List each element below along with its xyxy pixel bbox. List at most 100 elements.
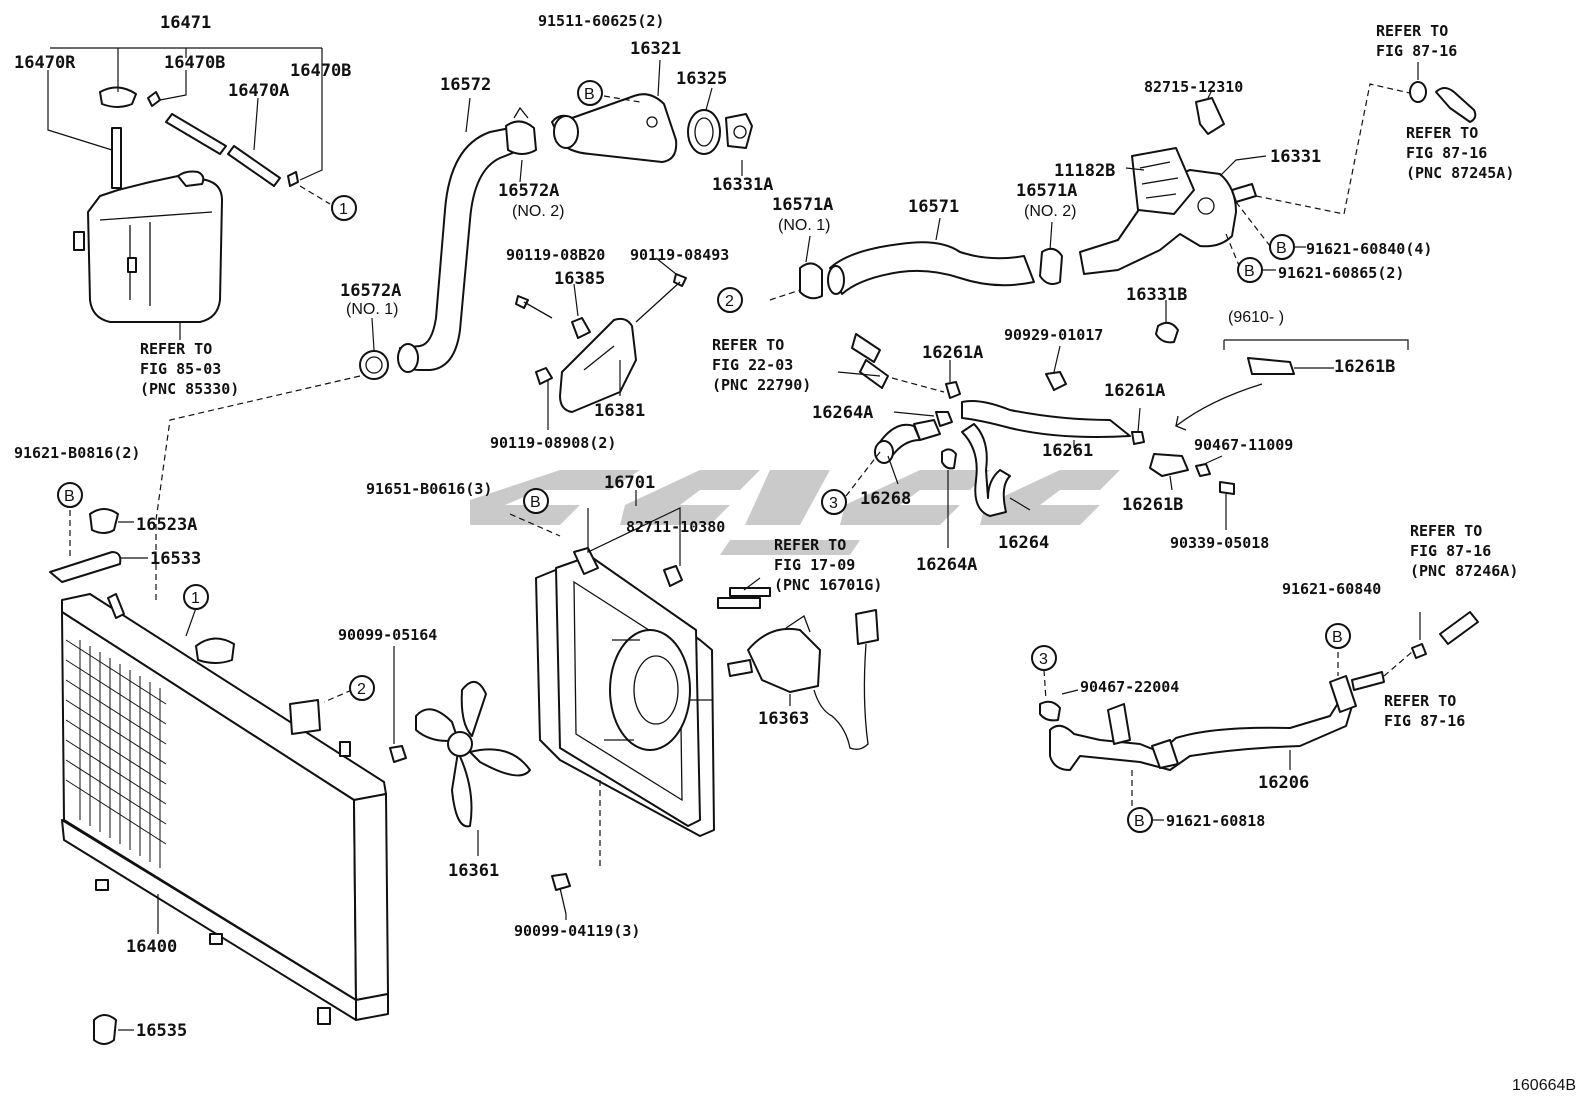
label-90929: 90929-01017 [1004,326,1103,344]
marker-text: 3 [829,495,838,512]
hose-clamp-16571a-no2 [1039,221,1063,285]
water-inlet-16331 [1079,83,1415,344]
refer-3-line1: REFER TO [140,340,212,358]
sensor-90929 [1045,345,1067,391]
marker-text: 2 [357,681,366,698]
label-90119-08b20: 90119-08B20 [506,246,605,264]
overflow-hose [165,113,299,187]
label-16264: 16264 [998,533,1049,553]
refer-6-line3: (PNC 87246A) [1410,562,1518,580]
refer-6-line1: REFER TO [1410,522,1482,540]
marker-text: B [1244,263,1255,280]
marker-text: 1 [339,201,348,218]
marker-text: 1 [191,590,200,607]
refer-1-line1: REFER TO [1376,22,1448,40]
label-90119-08493: 90119-08493 [630,246,729,264]
marker-text: 2 [725,293,734,310]
label-91621-b0816: 91621-B0816(2) [14,444,140,462]
b-marker-91511: B [577,80,603,106]
label-16261b-b: 16261B [1122,495,1183,515]
refer-tube-22-03 [837,333,889,389]
label-16701: 16701 [604,473,655,493]
label-91621-60840-4: 91621-60840(4) [1306,240,1432,258]
label-90339: 90339-05018 [1170,534,1269,552]
label-91651: 91651-B0616(3) [366,480,492,498]
marker-text: B [1276,240,1287,257]
label-90119-08908: 90119-08908(2) [490,434,616,452]
refer-3-line2: FIG 85-03 [140,360,221,378]
label-no1-b: (NO. 1) [346,301,398,318]
figure-id: 160664B [1512,1077,1576,1094]
gasket-16325 [687,109,721,155]
label-82711: 82711-10380 [626,518,725,536]
label-16206: 16206 [1258,773,1309,793]
label-16533: 16533 [150,549,201,569]
radiator-16400 [61,593,389,1025]
b-marker-91621-60865-2: B [1237,257,1276,283]
marker-text: B [584,86,595,103]
label-16261a-b: 16261A [1104,381,1165,401]
label-no2-b: (NO. 2) [1024,203,1076,220]
label-9610: (9610- ) [1228,309,1284,326]
cap-16523a [89,508,134,534]
circle-marker-2-hose: 2 [717,287,743,313]
refer-2-line2: FIG 87-16 [1406,144,1487,162]
refer-4-line1: REFER TO [712,336,784,354]
b-marker-91621-60818: B [1127,807,1164,833]
motor-16363 [727,609,879,750]
label-16385: 16385 [554,269,605,289]
pipe-16206 [1039,611,1479,808]
label-16571: 16571 [908,197,959,217]
label-91621-60840: 91621-60840 [1282,580,1381,598]
union-16261b [1149,339,1409,530]
b-marker-91621-b0816: B [57,482,83,508]
water-outlet-16321 [551,93,678,163]
b-marker-91621-60840: B [1325,623,1351,649]
label-no1-a: (NO. 1) [778,217,830,234]
label-16261a-a: 16261A [922,343,983,363]
label-90467-22004: 90467-22004 [1080,678,1179,696]
label-16325: 16325 [676,69,727,89]
watermark-logo [470,470,1120,555]
label-16264a-a: 16264A [812,403,873,423]
upper-radiator-hose [397,127,521,373]
plate-16533 [49,551,148,583]
label-16268: 16268 [860,489,911,509]
fan-16361 [415,681,531,856]
label-no2-a: (NO. 2) [512,203,564,220]
label-16571a-no2: 16571A [1016,181,1077,201]
marker-text: B [1332,629,1343,646]
refer-4-line2: FIG 22-03 [712,356,793,374]
hose-16268 [845,419,941,497]
circle-marker-3-pipe: 3 [1031,645,1057,671]
label-16572a-no1: 16572A [340,281,401,301]
refer-tag-17-09 [717,577,771,609]
label-90467-11009: 90467-11009 [1194,436,1293,454]
label-11182b: 11182B [1054,161,1115,181]
label-16572: 16572 [440,75,491,95]
bracket-16381 [515,257,687,430]
label-16470b-b: 16470B [290,61,351,81]
circle-marker-2-radiator: 2 [349,675,375,701]
label-16571a-no1: 16571A [772,195,833,215]
label-16363: 16363 [758,709,809,729]
circle-marker-1-top: 1 [331,195,357,221]
label-90099-05164: 90099-05164 [338,626,437,644]
label-16535: 16535 [136,1021,187,1041]
refer-4-line3: (PNC 22790) [712,376,811,394]
marker-text: B [1134,813,1145,830]
clip-90099-05164 [389,646,407,763]
reservoir-leaders [47,47,331,340]
hose-16571 [827,217,1035,295]
label-16470a: 16470A [228,81,289,101]
label-16523a: 16523A [136,515,197,535]
shroud-16701 [509,490,715,866]
bolt-90099-04119 [551,873,571,920]
refer-2-line1: REFER TO [1406,124,1478,142]
refer-6-line2: FIG 87-16 [1410,542,1491,560]
refer-tube-top-right [1409,62,1477,123]
reservoir-cap [99,86,161,189]
hose-16264 [961,423,1031,517]
label-16361: 16361 [448,861,499,881]
label-90099-04119: 90099-04119(3) [514,922,640,940]
